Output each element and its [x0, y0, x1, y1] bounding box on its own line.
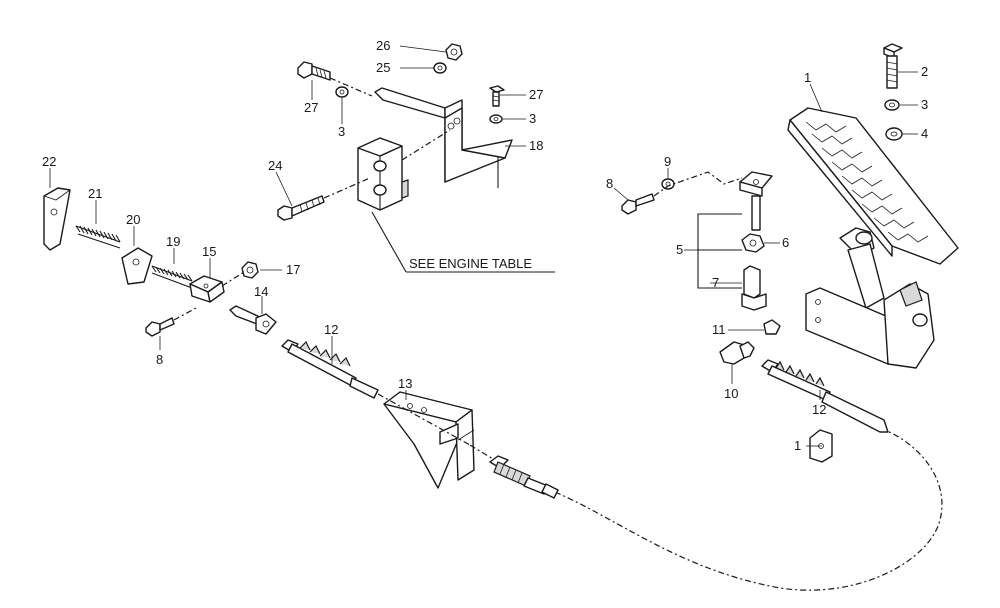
washer-4	[885, 127, 903, 141]
callout-17: 17	[286, 262, 300, 277]
pin-10	[719, 341, 755, 365]
washer-25	[433, 62, 447, 74]
callout-3-bracket: 3	[529, 111, 536, 126]
bolt-2	[883, 43, 903, 89]
callout-11: 11	[712, 322, 726, 337]
callout-18: 18	[529, 138, 543, 153]
leader-lines	[49, 45, 918, 447]
see-engine-table-note: SEE ENGINE TABLE	[409, 256, 532, 271]
control-cable-path	[554, 429, 943, 591]
lever-5-arm	[739, 171, 773, 231]
washer-3-right	[489, 114, 503, 124]
callout-9: 9	[664, 154, 671, 169]
callout-25: 25	[376, 60, 390, 75]
bracket-lines-5	[697, 213, 742, 289]
pin-14	[229, 305, 277, 335]
cable-end-12-right	[761, 359, 889, 433]
assembly-line-8	[173, 307, 197, 321]
nut-26	[445, 43, 463, 61]
callout-10: 10	[724, 386, 738, 401]
callout-5: 5	[676, 242, 683, 257]
assembly-line-bracket	[401, 129, 451, 161]
callout-8-right: 8	[606, 176, 613, 191]
bolt-24	[277, 195, 325, 221]
washer-3-top	[335, 86, 349, 98]
callout-4: 4	[921, 126, 928, 141]
callout-21: 21	[88, 186, 102, 201]
callout-24: 24	[268, 158, 282, 173]
callout-1-clip: 1	[794, 438, 801, 453]
callout-13: 13	[398, 376, 412, 391]
cable-end-12-left	[281, 339, 379, 399]
callout-1-pedal: 1	[804, 70, 811, 85]
callout-26: 26	[376, 38, 390, 53]
washer-3-pedal	[884, 99, 900, 111]
assembly-line-13	[377, 393, 471, 446]
callout-numbers: 1 2 3 4 5 6 7 8 9 10 11 12 1 12 13 14 15…	[42, 38, 928, 453]
plate-15	[189, 275, 225, 303]
clip-11	[763, 319, 781, 335]
pedal-1	[787, 107, 959, 265]
callout-22: 22	[42, 154, 56, 169]
callout-12-left: 12	[324, 322, 338, 337]
callout-19: 19	[166, 234, 180, 249]
callout-3-pedal: 3	[921, 97, 928, 112]
callout-20: 20	[126, 212, 140, 227]
assembly-line-9	[653, 171, 743, 197]
bolt-8-left	[145, 317, 175, 337]
bracket-20	[121, 247, 153, 285]
callout-12-right: 12	[812, 402, 826, 417]
spring-21	[75, 225, 121, 249]
callout-6: 6	[782, 235, 789, 250]
callout-27-left: 27	[304, 100, 318, 115]
cable-fitting	[489, 455, 559, 499]
callout-14: 14	[254, 284, 268, 299]
washer-9	[661, 178, 675, 190]
callout-27-right: 27	[529, 87, 543, 102]
engine-bracket-18	[374, 87, 513, 188]
callout-15: 15	[202, 244, 216, 259]
callout-8-left: 8	[156, 352, 163, 367]
callout-3-top: 3	[338, 124, 345, 139]
lever-22	[43, 187, 71, 251]
engine-block-part	[357, 137, 409, 211]
bolt-27-top-left	[297, 61, 331, 81]
pedal-mount	[805, 227, 935, 369]
callout-7: 7	[712, 275, 719, 290]
assembly-line-27	[329, 77, 373, 97]
bolt-7	[741, 265, 767, 311]
nut-17	[241, 261, 259, 279]
bolt-27-right	[489, 85, 505, 107]
callout-2: 2	[921, 64, 928, 79]
spring-19	[151, 265, 193, 289]
leader-note	[371, 211, 407, 273]
nut-6	[741, 233, 765, 253]
assembly-line-13b	[469, 444, 499, 463]
bolt-8-right	[621, 193, 655, 215]
assembly-line-15	[221, 271, 245, 287]
